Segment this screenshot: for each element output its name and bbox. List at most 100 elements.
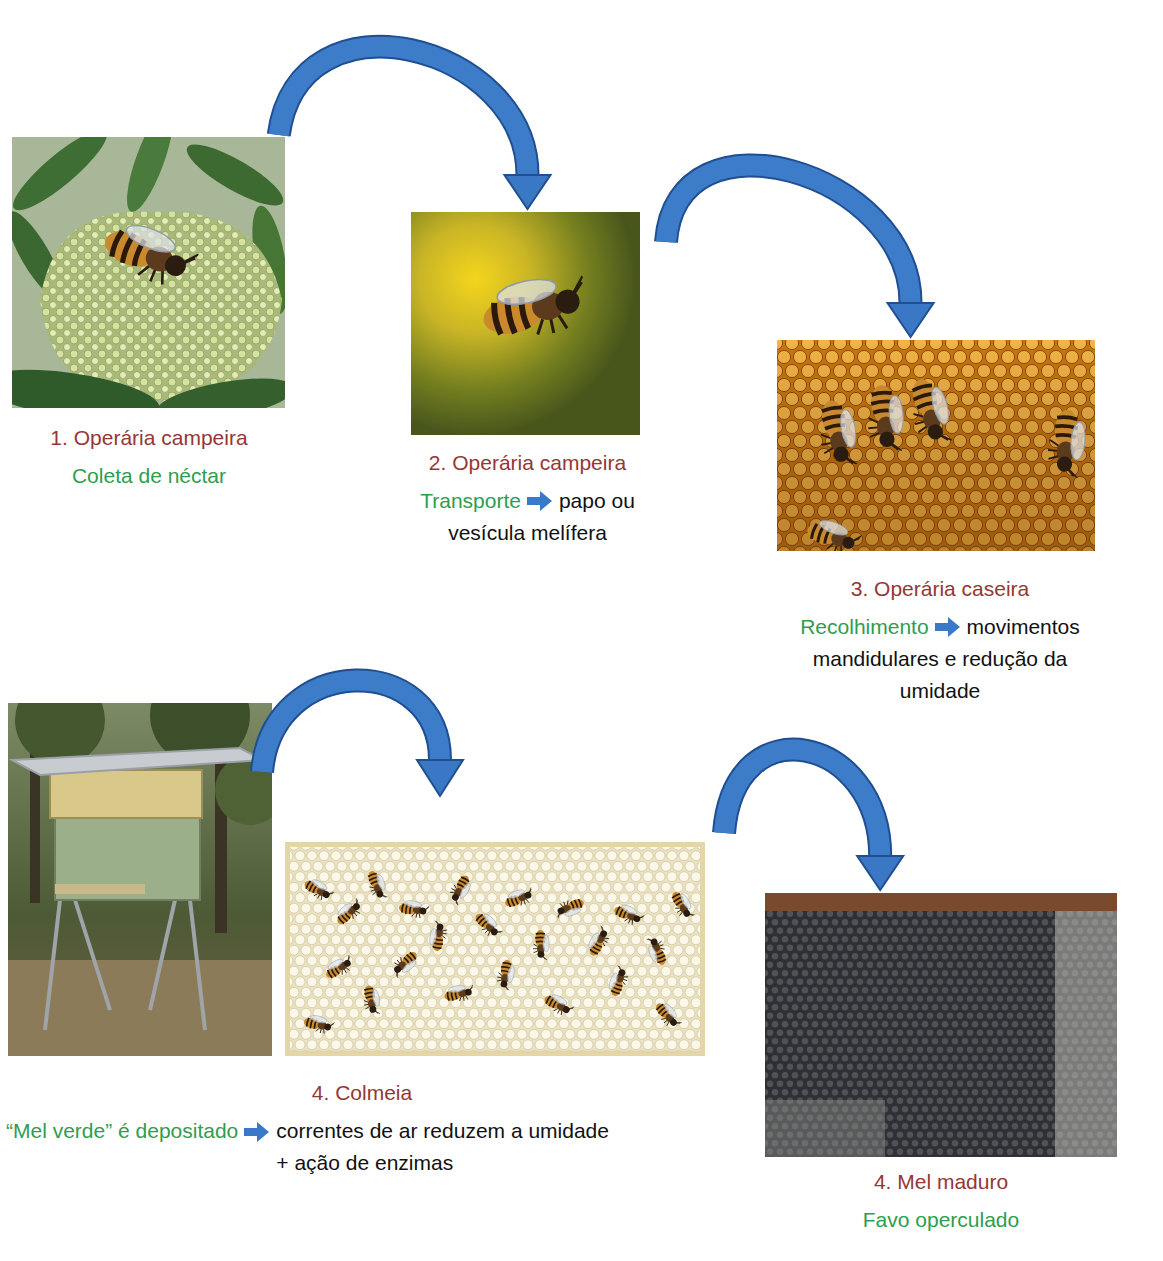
photo-bee-on-flowers-part [153, 370, 285, 408]
photo-comb-frame-part [541, 990, 575, 1019]
photo-capped-comb-part [765, 893, 1117, 911]
inline-arrow-shape [244, 1122, 269, 1142]
photo-bee-flying [411, 212, 640, 435]
photo-capped-comb [765, 893, 1117, 1157]
flow-arrow-outline [724, 750, 880, 856]
inline-arrow-shape [935, 617, 960, 637]
stage-node: 2. Operária campeiraTransportepapo ou ve… [391, 212, 664, 551]
photo-bee-on-flowers-part [12, 137, 116, 220]
stage-node: 1. Operária campeiraColeta de néctar [8, 137, 290, 494]
flow-arrow-head [857, 856, 903, 890]
stage-description: Transportepapo ou vesícula melífera [408, 485, 648, 549]
photo-hive-part [50, 770, 202, 818]
photo-comb-frame-part [644, 934, 669, 968]
stage-action: Recolhimento [800, 615, 928, 638]
photo-comb-frame-part [361, 984, 382, 1016]
photo-bee-on-flowers [12, 137, 285, 408]
photo-comb-frame-part [388, 948, 421, 980]
photo-bees-on-comb-part [777, 340, 1095, 551]
stage-node: 3. Operária caseiraRecolhimentomovimento… [756, 340, 1124, 709]
photo-comb-frame-part [502, 885, 536, 910]
photo-comb-frame-part [446, 872, 475, 906]
photo-bee-on-flowers-part [40, 212, 282, 402]
photo-hive-part [55, 815, 200, 900]
photo-comb-frame-part [652, 998, 684, 1031]
inline-arrow [935, 617, 961, 637]
hive-to-comb-arrow-part [262, 680, 440, 772]
photo-comb-frame-part [606, 965, 631, 999]
photo-bee-on-flowers-part [118, 137, 182, 216]
photo-comb-frame-part [332, 897, 365, 929]
hive-to-comb-arrow-part [262, 680, 440, 772]
photo-bees-on-comb-part [777, 340, 1095, 551]
photo-bee-on-flowers-part [180, 137, 285, 215]
photo-comb-frame-part [533, 930, 549, 960]
stage-title: 4. Mel maduro [751, 1166, 1131, 1198]
flow-arrow-body [279, 47, 528, 175]
flow-arrow-head [888, 303, 934, 337]
photo-capped-comb-part [765, 1100, 885, 1157]
photo-comb-frame-part [668, 888, 697, 922]
photo-bee-flying-part [411, 212, 640, 435]
photo-capped-comb-part [765, 893, 1117, 1157]
photo-frame [391, 212, 664, 435]
photo-bees-on-comb-part [803, 514, 863, 551]
photo-capped-comb-part [1055, 911, 1117, 1157]
photo-bee-flying-part [477, 269, 593, 347]
photo-comb-frame-part [364, 868, 389, 902]
photo-bees-on-comb [777, 340, 1095, 551]
photo-bees-on-comb-part [814, 397, 861, 469]
photo-comb-frame-part [398, 899, 430, 920]
inline-arrow [527, 491, 553, 511]
flow-arrow-outline [666, 165, 911, 303]
inline-arrow [244, 1122, 270, 1142]
stage-action: Coleta de néctar [8, 460, 290, 492]
photo-comb-frame-part [302, 1013, 335, 1036]
inline-arrow-shape [527, 491, 552, 511]
flow-arrow [724, 750, 903, 890]
photo-comb-frame-part [611, 901, 645, 928]
stage-node: 4. Colmeia “Mel verde” é depositado corren… [2, 703, 722, 1181]
photo-comb-frame-part [322, 953, 356, 982]
photo-bees-on-comb-part [865, 383, 907, 453]
photo-comb-frame-part [553, 895, 587, 920]
flow-arrow [279, 47, 551, 209]
photo-hive-part [45, 900, 205, 1030]
stage-detail: correntes de ar reduzem a umidade + ação… [276, 1115, 621, 1179]
stage-description: “Mel verde” é depositado correntes de ar … [2, 1115, 722, 1179]
photo-comb-frame-part [495, 959, 516, 991]
photo-bee-on-flowers-part [12, 361, 162, 408]
stage-title: 1. Operária campeira [8, 422, 290, 454]
photo-comb-frame-part [428, 920, 449, 952]
flow-arrow-body [666, 165, 911, 303]
stage-title: 2. Operária campeira [391, 447, 664, 479]
hive-to-comb-arrow [262, 680, 463, 796]
photo-hive-part [12, 748, 262, 775]
stage-action: Favo operculado [751, 1204, 1131, 1236]
photo-comb-frame-part [471, 909, 504, 942]
stage-detail-column: correntes de ar reduzem a umidade + ação… [276, 1115, 621, 1179]
stage-action: “Mel verde” é depositado [6, 1115, 238, 1147]
flow-arrow-outline [279, 47, 528, 175]
stage-title: 4. Colmeia [2, 1077, 722, 1109]
photo-frame [756, 340, 1124, 551]
photo-comb-frame [285, 842, 705, 1056]
flow-arrow-head [505, 175, 551, 209]
photo-bee-on-flowers-part [97, 214, 201, 294]
flow-arrow [666, 165, 934, 337]
photo-bees-on-comb-part [904, 374, 956, 448]
photo-frame [751, 893, 1131, 1157]
stage-title: 3. Operária caseira [756, 573, 1124, 605]
photo-hive [8, 703, 272, 1056]
photo-hive-part [55, 884, 145, 894]
photo-comb-frame-part [443, 983, 475, 1004]
photo-comb-frame-part [584, 925, 613, 959]
stage-description: Recolhimentomovimentos mandidulares e re… [785, 611, 1095, 707]
photo-frame [2, 703, 722, 1056]
hive-to-comb-arrow-part [417, 760, 463, 796]
photo-frame [8, 137, 290, 408]
stage-node: 4. Mel maduroFavo operculado [751, 893, 1131, 1238]
photo-comb-frame-part [287, 844, 703, 1054]
